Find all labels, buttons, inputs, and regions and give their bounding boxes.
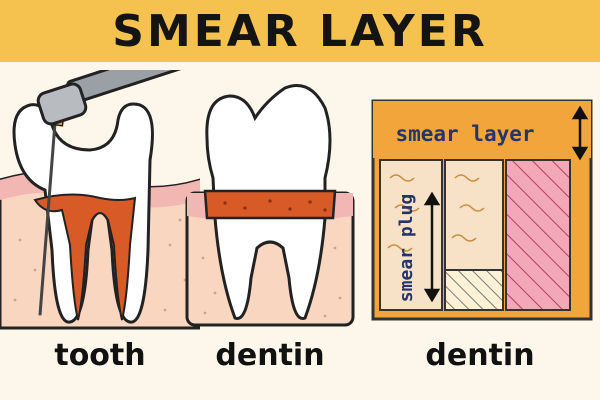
dentin-band: [203, 189, 337, 220]
caption-tooth: tooth: [54, 338, 146, 373]
bone-speckles: [201, 246, 342, 318]
tooth-root-canal-illustration: [0, 70, 200, 330]
pulp-canal: [33, 193, 137, 321]
panel-dentin-band: [185, 78, 355, 328]
endodontic-file: [38, 109, 58, 316]
dentin-band-dots: [223, 199, 327, 212]
title-bar: SMEAR LAYER: [0, 0, 600, 62]
page-title: SMEAR LAYER: [112, 5, 488, 57]
hatched-block: [444, 269, 504, 311]
tubule-squiggles: [387, 174, 485, 252]
double-arrow-icon: [423, 191, 441, 303]
tubule-column-2: [444, 159, 504, 271]
dental-handpiece-icon: [36, 70, 198, 126]
panel-smear-layer: smear layer smear plug: [370, 98, 595, 323]
tooth-dentin-illustration: [185, 84, 355, 327]
smear-layer-label: smear layer: [395, 122, 534, 146]
smear-layer-band: [373, 101, 591, 158]
smear-layer-cross-section: smear layer smear plug: [371, 99, 593, 321]
caption-smear-layer: dentin: [425, 338, 535, 373]
double-arrow-icon: [571, 105, 589, 161]
panel-tooth: [0, 70, 200, 330]
caption-dentin-band: dentin: [215, 338, 325, 373]
smear-plug-label: smear plug: [396, 194, 417, 302]
pink-striped-column: [505, 159, 571, 311]
